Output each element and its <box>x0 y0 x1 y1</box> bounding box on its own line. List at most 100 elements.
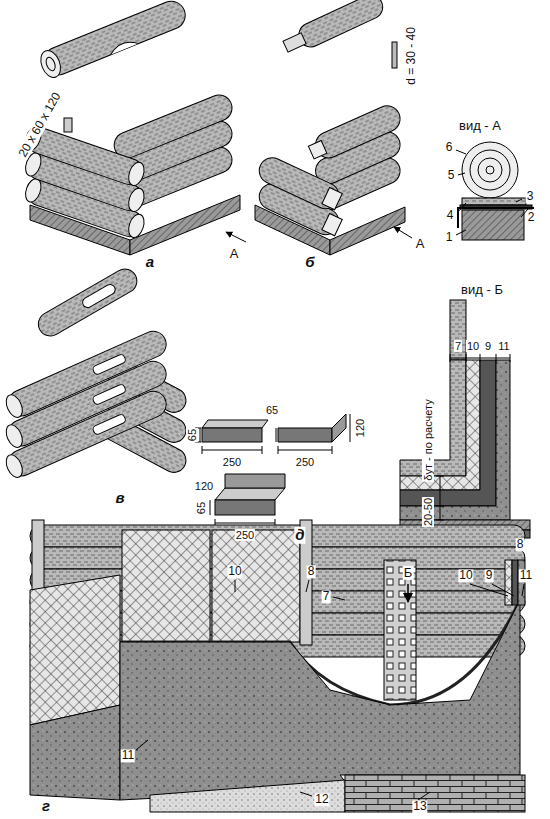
wall-cutaway <box>30 520 525 812</box>
log-corner-a-part-part <box>126 160 147 187</box>
log-corner-b-part-part <box>322 187 342 209</box>
dimension: 65 <box>265 404 279 416</box>
callout-number: 11 <box>497 340 510 352</box>
log-corner-a-part <box>110 91 236 162</box>
log-corner-a-part-part <box>24 124 146 188</box>
callout-number: 7 <box>322 590 331 603</box>
view-arrow-label: А <box>229 247 240 261</box>
log-corner-b <box>255 0 412 255</box>
section-view-a-part <box>462 210 524 240</box>
wall-cutaway-part <box>512 560 518 605</box>
section-view-a-part <box>478 158 502 182</box>
log-corner-b-part <box>394 227 412 238</box>
callout-number: 9 <box>484 340 492 352</box>
dimension: δут - по расчету <box>422 398 434 481</box>
wall-cutaway-part <box>306 580 309 592</box>
log-corner-b-part-part <box>295 0 387 51</box>
metal-bracket-part <box>202 446 332 454</box>
metal-bracket-part <box>276 428 277 442</box>
section-view-a-part <box>462 142 518 198</box>
section-view-a-part <box>516 199 522 202</box>
metal-bracket-part <box>278 428 332 442</box>
section-view-a-part <box>486 166 494 174</box>
dimension: 65 <box>186 428 198 442</box>
callout-number: 6 <box>445 141 454 154</box>
callout-number: 11 <box>121 749 135 762</box>
section-view-a-part <box>470 150 510 190</box>
wall-cutaway-part <box>300 792 312 796</box>
view-title: вид - А <box>458 119 502 133</box>
plan-view-b-part <box>450 354 510 362</box>
log-cross-v-part-part <box>4 387 170 480</box>
callout-number: 10 <box>458 569 473 582</box>
log-cross-v-part-part <box>92 353 127 375</box>
log-cross-v-part <box>92 353 127 435</box>
callout-number: 4 <box>446 209 455 222</box>
wall-cutaway-part <box>522 584 524 596</box>
dimension: 20-50 <box>422 497 434 527</box>
log-corner-a-part-part <box>40 0 190 79</box>
section-view-a-part <box>457 203 466 213</box>
metal-bracket-part <box>210 500 211 515</box>
section-view-a-part <box>456 150 466 154</box>
log-corner-b-part-part <box>322 213 342 235</box>
log-corner-a <box>22 0 246 255</box>
log-corner-a-part-part <box>37 48 64 81</box>
log-corner-a-part-part <box>126 186 147 213</box>
callout-number: 12 <box>314 793 329 806</box>
panel-letter: д <box>294 527 305 544</box>
log-corner-b-part-part <box>255 153 343 212</box>
metal-bracket-part <box>332 414 346 442</box>
log-cross-v <box>3 265 191 481</box>
wall-cutaway-part <box>122 530 210 642</box>
metal-bracket-part <box>225 474 285 488</box>
log-corner-a-part <box>64 118 72 132</box>
log-cross-v-part-part <box>3 452 26 480</box>
callout-number: 2 <box>527 211 536 224</box>
section-view-a <box>456 142 534 240</box>
log-corner-b-part <box>255 153 344 213</box>
dimension: 65 <box>195 501 207 515</box>
log-corner-a-part-part <box>110 91 236 162</box>
log-corner-a-part-part <box>108 38 138 55</box>
log-corner-a-part-part <box>126 212 147 239</box>
wall-cutaway-part <box>120 600 520 800</box>
dimension: 20 x 60 x 120 <box>16 90 64 161</box>
log-corner-a-part <box>226 232 246 242</box>
panel-letter: б <box>304 254 315 271</box>
metal-bracket-part <box>215 488 285 500</box>
view-title: вид - Б <box>460 283 504 297</box>
dimension: 250 <box>295 456 315 468</box>
callout-number: 10 <box>227 565 242 578</box>
wall-cutaway-part <box>32 520 44 590</box>
section-view-a-part <box>456 230 466 235</box>
callout-number: 8 <box>516 538 525 551</box>
dimension: 250 <box>235 529 255 541</box>
view-arrow-label: А <box>415 237 426 251</box>
callout-number: 10 <box>466 340 480 352</box>
log-cross-v-part-part <box>3 392 26 420</box>
callout-number: 13 <box>412 800 427 813</box>
wall-cutaway-part <box>407 584 409 602</box>
log-corner-b-part <box>306 102 404 165</box>
wall-cutaway-part <box>492 584 514 596</box>
plan-view-b-part <box>436 476 444 520</box>
plan-view-b-part <box>400 360 480 490</box>
log-cross-v-part-part <box>81 283 117 310</box>
callout-number: 9 <box>485 569 494 582</box>
metal-bracket <box>195 414 350 527</box>
panel-letter: в <box>114 490 125 507</box>
wall-cutaway-part <box>345 775 525 812</box>
panel-letter: г <box>41 798 51 815</box>
callout-number: 1 <box>445 231 454 244</box>
log-cross-v-part <box>34 265 141 341</box>
wall-cutaway-part <box>212 530 300 642</box>
log-corner-b-part-part <box>308 140 326 158</box>
panel-letter: а <box>145 254 155 271</box>
log-cross-v-part <box>3 387 171 481</box>
wall-cutaway-part <box>384 560 416 700</box>
dimension: 120 <box>354 418 366 438</box>
log-corner-b-part-part <box>283 33 306 52</box>
log-cross-v-part-part <box>92 383 127 405</box>
callout-number: 11 <box>519 569 533 582</box>
